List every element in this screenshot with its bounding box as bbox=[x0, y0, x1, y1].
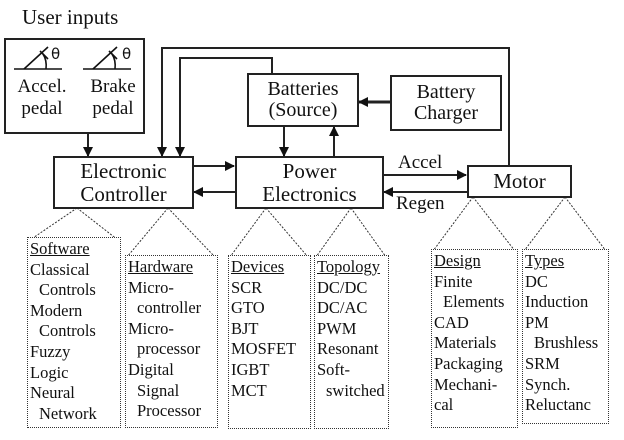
detail-item: Digital bbox=[128, 359, 174, 379]
fan-controller-software bbox=[29, 207, 119, 241]
detail-item: Materials bbox=[434, 333, 497, 353]
arrow-motor-feedback-to-controller bbox=[157, 47, 510, 165]
brake-pedal-label: Brake pedal bbox=[90, 76, 136, 119]
motor-block: Motor bbox=[467, 165, 572, 198]
detail-item: Controls bbox=[39, 280, 96, 300]
detail-item: DC/AC bbox=[317, 298, 368, 318]
detail-item: Logic bbox=[30, 362, 69, 382]
user-inputs-title: User inputs bbox=[22, 5, 119, 29]
detail-item: controller bbox=[137, 298, 202, 318]
detail-item: GTO bbox=[231, 298, 265, 318]
detail-item: Fuzzy bbox=[30, 341, 71, 361]
detail-item: BJT bbox=[231, 318, 259, 338]
detail-item: Controls bbox=[39, 321, 96, 341]
detail-item: PWM bbox=[317, 318, 357, 338]
detail-heading: Topology bbox=[317, 257, 381, 276]
batteries-block: Batteries (Source) bbox=[247, 73, 359, 127]
brake-pedal-angle-icon bbox=[83, 46, 131, 70]
arrow-batteries-feedback-to-controller bbox=[175, 57, 273, 157]
detail-item: Finite bbox=[434, 271, 473, 291]
detail-item: Mechani- bbox=[434, 374, 498, 394]
detail-item: Modern bbox=[30, 300, 83, 320]
detail-item: Synch. bbox=[525, 374, 571, 394]
detail-item: Micro- bbox=[128, 277, 174, 297]
detail-item: Brushless bbox=[534, 333, 599, 353]
detail-item: Packaging bbox=[434, 353, 503, 373]
detail-item: switched bbox=[326, 380, 385, 400]
fan-motor-design bbox=[432, 196, 516, 252]
detail-item: Processor bbox=[137, 401, 202, 421]
detail-item: PM bbox=[525, 312, 549, 332]
accel-pedal-angle-icon bbox=[14, 46, 62, 70]
brake-theta-symbol: θ bbox=[122, 45, 132, 63]
detail-item: IGBT bbox=[231, 359, 270, 379]
fan-power-devices bbox=[229, 207, 309, 258]
fan-controller-hardware bbox=[126, 207, 216, 258]
detail-item: MCT bbox=[231, 380, 267, 400]
detail-item: Micro- bbox=[128, 318, 174, 338]
detail-heading: Devices bbox=[231, 257, 285, 276]
detail-item: Induction bbox=[525, 292, 589, 312]
detail-item: Classical bbox=[30, 259, 90, 279]
accel-theta-symbol: θ bbox=[51, 45, 61, 63]
detail-item: DC bbox=[525, 271, 548, 291]
detail-item: processor bbox=[137, 339, 201, 359]
detail-item: CAD bbox=[434, 312, 469, 332]
user-inputs-box bbox=[4, 38, 145, 134]
accel-flow-label: Accel bbox=[398, 152, 443, 173]
detail-item: Signal bbox=[137, 380, 180, 400]
regen-flow-label: Regen bbox=[396, 193, 445, 214]
detail-item: SRM bbox=[525, 353, 560, 373]
detail-item: Soft- bbox=[317, 359, 350, 379]
power-electronics-block: Power Electronics bbox=[235, 156, 384, 209]
detail-item: Network bbox=[39, 403, 97, 423]
detail-item: Resonant bbox=[317, 339, 379, 359]
battery-charger-block: Battery Charger bbox=[390, 75, 502, 131]
detail-item: Neural bbox=[30, 383, 75, 403]
fan-motor-types bbox=[523, 196, 607, 252]
detail-item: Elements bbox=[443, 292, 505, 312]
detail-heading: Software bbox=[30, 239, 90, 258]
detail-item: SCR bbox=[231, 277, 263, 297]
detail-item: DC/DC bbox=[317, 277, 368, 297]
detail-item: MOSFET bbox=[231, 339, 297, 359]
detail-heading: Hardware bbox=[128, 257, 194, 276]
detail-heading: Design bbox=[434, 251, 481, 270]
fan-power-topology bbox=[315, 207, 387, 258]
detail-item: cal bbox=[434, 395, 454, 415]
electronic-controller-block: Electronic Controller bbox=[53, 156, 194, 209]
accel-pedal-label: Accel. pedal bbox=[17, 76, 67, 119]
detail-heading: Types bbox=[525, 251, 565, 270]
detail-item: Reluctanc bbox=[525, 395, 591, 415]
